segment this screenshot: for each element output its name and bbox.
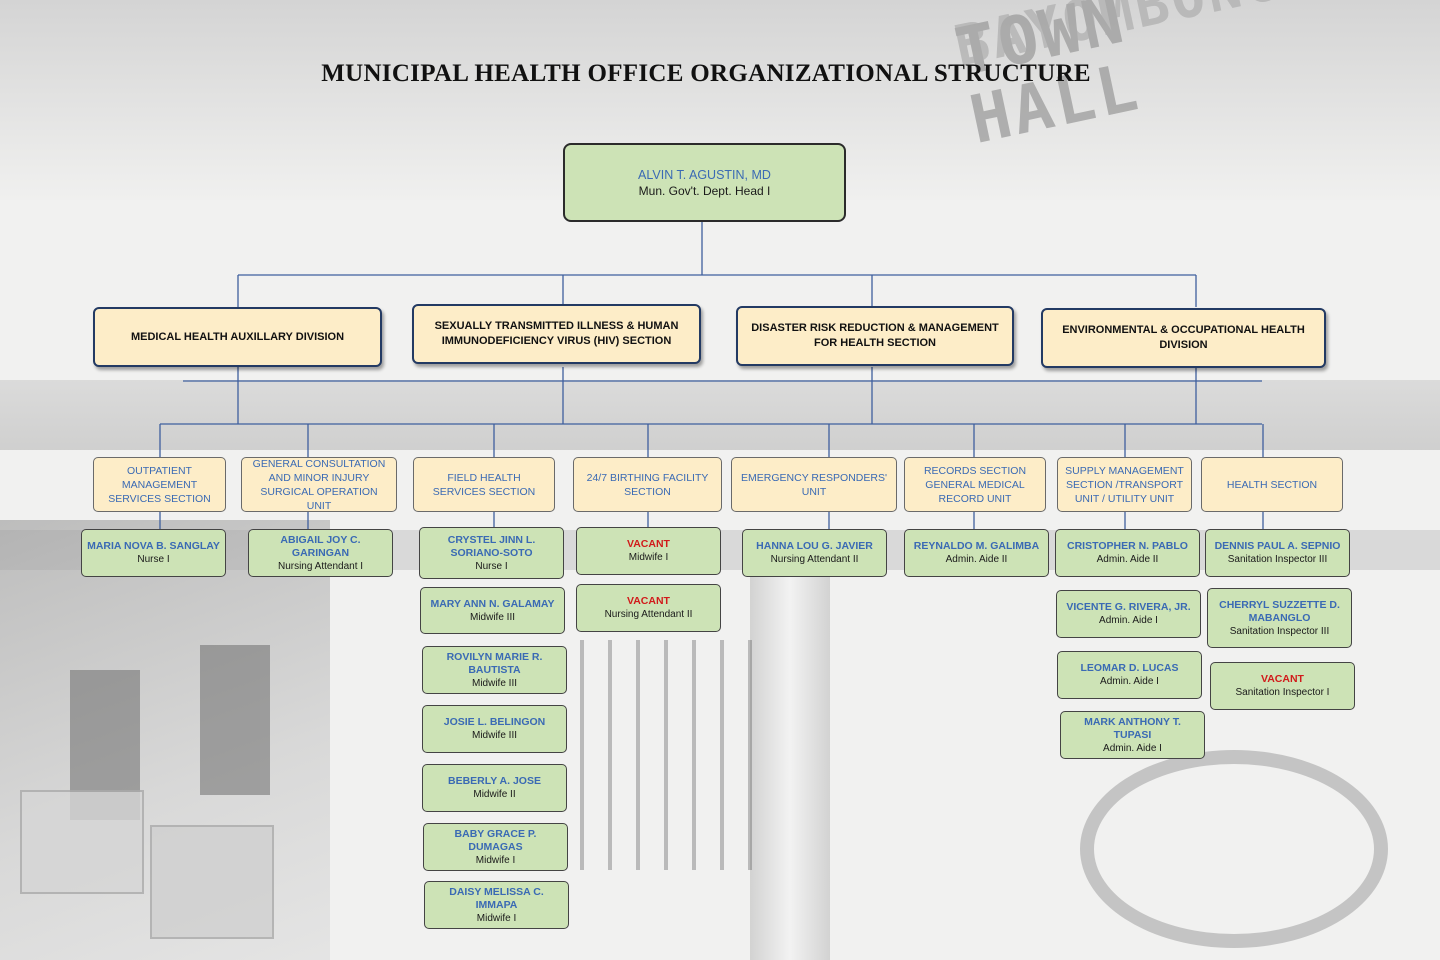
staff-position: Nursing Attendant II xyxy=(770,554,859,565)
staff-name: VACANT xyxy=(627,538,670,550)
section-box: FIELD HEALTH SERVICES SECTION xyxy=(413,457,555,512)
staff-box: MARIA NOVA B. SANGLAY Nurse I xyxy=(81,529,226,577)
staff-position: Admin. Aide II xyxy=(1096,554,1159,565)
staff-name: MARY ANN N. GALAMAY xyxy=(430,597,555,610)
section-label: HEALTH SECTION xyxy=(1226,478,1318,491)
staff-box: JOSIE L. BELINGON Midwife III xyxy=(422,705,567,753)
staff-name: VACANT xyxy=(1261,673,1304,685)
staff-position: Nursing Attendant I xyxy=(277,560,364,572)
staff-position: Midwife I xyxy=(476,912,517,924)
staff-box: LEOMAR D. LUCAS Admin. Aide I xyxy=(1057,651,1202,699)
section-box: HEALTH SECTION xyxy=(1201,457,1343,512)
vacant-position-box: VACANT Midwife I xyxy=(576,527,721,575)
staff-position: Admin. Aide I xyxy=(1103,742,1162,754)
staff-name: LEOMAR D. LUCAS xyxy=(1080,662,1179,674)
staff-position: Nurse I xyxy=(137,554,170,565)
section-label: OUTPATIENT MANAGEMENT SERVICES SECTION xyxy=(108,464,211,505)
staff-name: DAISY MELISSA C. IMMAPA xyxy=(449,885,544,911)
department-head-box: ALVIN T. AGUSTIN, MD Mun. Gov't. Dept. H… xyxy=(563,143,846,222)
staff-position: Midwife III xyxy=(471,677,517,689)
section-label: FIELD HEALTH SERVICES SECTION xyxy=(432,471,536,498)
section-box: 24/7 BIRTHING FACILITY SECTION xyxy=(573,457,722,512)
staff-box: BEBERLY A. JOSE Midwife II xyxy=(422,764,567,812)
vacant-position-box: VACANT Sanitation Inspector I xyxy=(1210,662,1355,710)
staff-position: Midwife III xyxy=(471,730,517,741)
department-head-name: ALVIN T. AGUSTIN, MD xyxy=(638,167,771,182)
staff-name: MARK ANTHONY T. TUPASI xyxy=(1084,715,1181,741)
staff-position: Nurse I xyxy=(475,560,508,572)
staff-name: CRISTOPHER N. PABLO xyxy=(1067,540,1188,552)
staff-name: VICENTE G. RIVERA, JR. xyxy=(1066,601,1191,613)
staff-position: Sanitation Inspector I xyxy=(1235,687,1330,698)
staff-name: CRYSTEL JINN L. SORIANO-SOTO xyxy=(447,533,536,559)
section-label: 24/7 BIRTHING FACILITY SECTION xyxy=(586,471,709,498)
staff-name: MARIA NOVA B. SANGLAY xyxy=(87,540,220,552)
staff-name: REYNALDO M. GALIMBA xyxy=(913,540,1040,552)
staff-position: Midwife I xyxy=(628,552,669,563)
staff-box: REYNALDO M. GALIMBA Admin. Aide II xyxy=(904,529,1049,577)
staff-position: Admin. Aide II xyxy=(945,554,1008,565)
division-disaster-risk-reduction: DISASTER RISK REDUCTION & MANAGEMENT FOR… xyxy=(736,306,1014,366)
section-label: EMERGENCY RESPONDERS' UNIT xyxy=(741,471,887,498)
department-head-position: Mun. Gov't. Dept. Head I xyxy=(638,183,771,198)
division-medical-health-auxillary: MEDICAL HEALTH AUXILLARY DIVISION xyxy=(93,307,382,367)
section-box: EMERGENCY RESPONDERS' UNIT xyxy=(731,457,897,512)
section-label: GENERAL CONSULTATION AND MINOR INJURY SU… xyxy=(252,457,386,512)
staff-name: CHERRYL SUZZETTE D. MABANGLO xyxy=(1219,598,1340,624)
staff-position: Sanitation Inspector III xyxy=(1227,554,1328,565)
staff-box: CRISTOPHER N. PABLO Admin. Aide II xyxy=(1055,529,1200,577)
staff-name: HANNA LOU G. JAVIER xyxy=(756,540,873,552)
staff-name: ABIGAIL JOY C. GARINGAN xyxy=(280,533,361,559)
staff-name: ROVILYN MARIE R. BAUTISTA xyxy=(446,650,543,676)
staff-name: BEBERLY A. JOSE xyxy=(448,775,541,787)
staff-box: VICENTE G. RIVERA, JR. Admin. Aide I xyxy=(1056,590,1201,638)
staff-position: Midwife I xyxy=(475,854,516,866)
staff-position: Midwife II xyxy=(473,789,516,800)
staff-position: Nursing Attendant II xyxy=(604,609,693,620)
staff-name: DENNIS PAUL A. SEPNIO xyxy=(1214,540,1341,552)
staff-name: JOSIE L. BELINGON xyxy=(443,716,546,728)
staff-position: Midwife III xyxy=(469,611,515,623)
vacant-position-box: VACANT Nursing Attendant II xyxy=(576,584,721,632)
staff-position: Admin. Aide I xyxy=(1099,615,1158,626)
section-box: OUTPATIENT MANAGEMENT SERVICES SECTION xyxy=(93,457,226,512)
staff-position: Admin. Aide I xyxy=(1100,676,1159,687)
chart-title: MUNICIPAL HEALTH OFFICE ORGANIZATIONAL S… xyxy=(321,60,1091,87)
section-label: SUPPLY MANAGEMENT SECTION /TRANSPORT UNI… xyxy=(1065,464,1184,505)
division-environmental-occupational-health: ENVIRONMENTAL & OCCUPATIONAL HEALTH DIVI… xyxy=(1041,308,1326,368)
section-box: RECORDS SECTION GENERAL MEDICAL RECORD U… xyxy=(904,457,1046,512)
section-box: SUPPLY MANAGEMENT SECTION /TRANSPORT UNI… xyxy=(1057,457,1192,512)
staff-box: HANNA LOU G. JAVIER Nursing Attendant II xyxy=(742,529,887,577)
section-box: GENERAL CONSULTATION AND MINOR INJURY SU… xyxy=(241,457,397,512)
staff-position: Sanitation Inspector III xyxy=(1229,625,1330,637)
staff-box: DENNIS PAUL A. SEPNIO Sanitation Inspecto… xyxy=(1205,529,1350,577)
staff-name: BABY GRACE P. DUMAGAS xyxy=(454,827,537,853)
staff-name: VACANT xyxy=(627,595,670,607)
section-label: RECORDS SECTION GENERAL MEDICAL RECORD U… xyxy=(923,464,1027,505)
division-sti-hiv: SEXUALLY TRANSMITTED ILLNESS & HUMAN IMM… xyxy=(412,304,701,364)
